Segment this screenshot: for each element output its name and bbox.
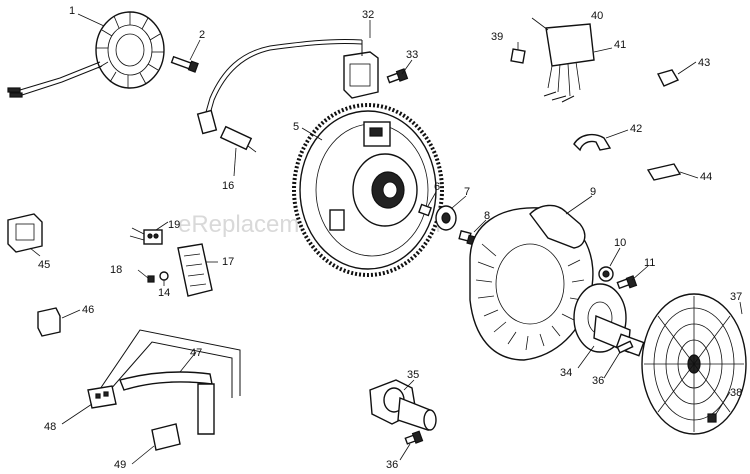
part-bolt-36-right [616,340,634,354]
callout-38: 38 [730,387,742,399]
callout-8: 8 [484,210,490,222]
callout-39: 39 [491,31,503,43]
part-bolt-36-lower [404,430,424,445]
callout-35: 35 [407,369,419,381]
callout-47: 47 [190,347,202,359]
callout-49: 49 [114,459,126,471]
part-drive-hub [369,379,437,431]
part-terminal-19 [129,227,163,245]
callout-33: 33 [406,49,418,61]
callout-36-right: 36 [592,375,604,387]
part-block-46 [37,307,61,337]
callout-9: 9 [590,186,596,198]
callout-37: 37 [730,291,742,303]
part-hub [573,283,645,357]
part-flywheel [292,103,444,277]
part-screw-33 [386,68,409,84]
callout-44: 44 [700,171,712,183]
callout-7: 7 [464,186,470,198]
callout-32: 32 [362,9,374,21]
part-rectifier [543,23,595,103]
part-screw-18 [147,275,155,283]
callout-1: 1 [69,5,75,17]
part-clip-39 [510,48,526,64]
part-key-6 [418,203,432,217]
callout-36-lower: 36 [386,459,398,471]
callout-18: 18 [110,264,122,276]
part-screw-2 [170,55,199,73]
callout-42: 42 [630,123,642,135]
callout-48: 48 [44,421,56,433]
callout-41: 41 [614,39,626,51]
part-ignition-lead [196,38,379,153]
callout-17: 17 [222,256,234,268]
callout-40: 40 [591,10,603,22]
leader-lines [29,13,743,465]
part-regulator-45 [7,213,43,253]
part-spacer-10 [598,266,614,282]
callout-16: 16 [222,180,234,192]
callout-14: 14 [158,287,170,299]
part-washer-7 [435,205,457,231]
part-screen [641,293,747,435]
part-harness [87,329,241,451]
part-connector-43 [656,69,680,87]
part-washer-14 [159,271,169,281]
part-screw-11 [616,275,638,290]
callout-43: 43 [698,57,710,69]
callout-6: 6 [434,181,440,193]
part-fan [469,204,594,361]
callout-2: 2 [199,29,205,41]
part-bracket [573,133,612,152]
part-nut-38 [707,413,717,423]
callout-11: 11 [644,257,655,269]
part-stator [7,11,165,98]
part-module-17 [177,243,213,297]
callout-10: 10 [614,237,626,249]
callout-5: 5 [293,121,299,133]
part-cover-44 [646,163,682,181]
callout-34: 34 [560,367,572,379]
callout-19: 19 [168,219,180,231]
callout-labels: 1 2 5 6 7 8 9 10 11 14 16 17 18 19 32 33… [38,5,742,471]
callout-46: 46 [82,304,94,316]
callout-45: 45 [38,259,50,271]
